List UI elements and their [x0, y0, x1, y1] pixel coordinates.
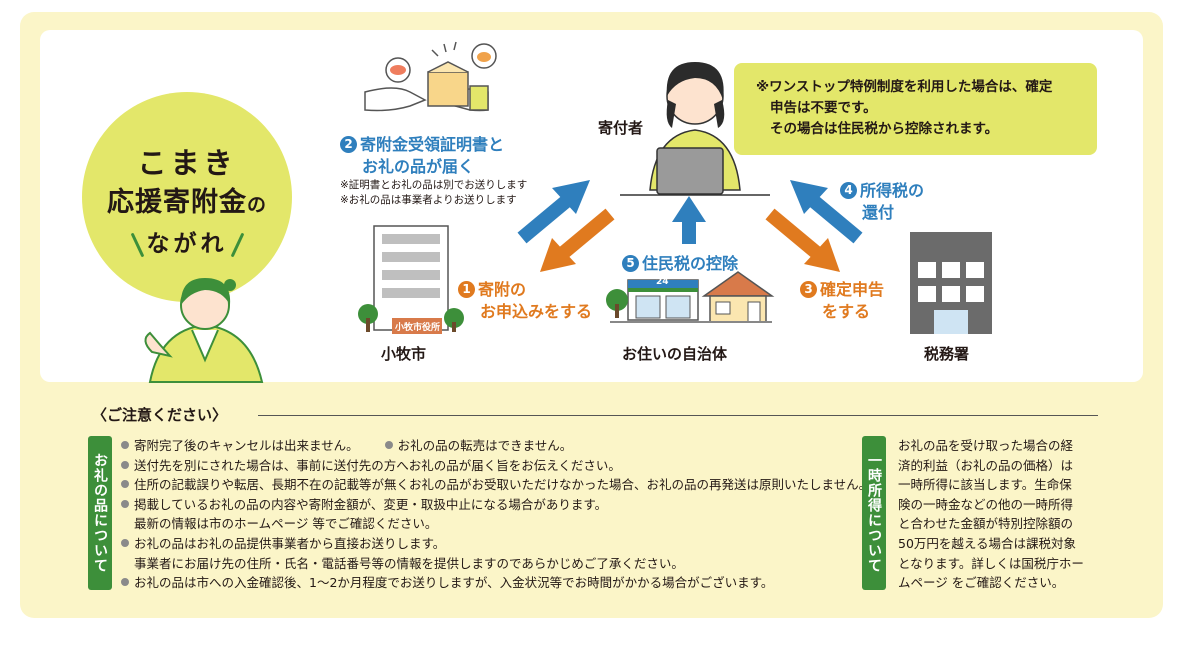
list-item: 住所の記載誤りや転居、長期不在の記載等が無くお礼の品がお受取いただけなかった場合… [121, 475, 871, 495]
tax-office-building-icon [910, 232, 992, 334]
guide-woman-icon [144, 278, 264, 383]
step4-text1: 所得税の [860, 181, 925, 200]
step2-line2: お礼の品が届く [362, 157, 475, 176]
bullet-icon [121, 538, 129, 547]
ichiji-line: 済的利益（お礼の品の価格）は [898, 457, 1074, 473]
arrow-tax-office-to-donor-icon [790, 180, 863, 244]
bullet-icon [121, 441, 129, 449]
step1-number: 1 [458, 281, 475, 298]
ichiji-line: となります。詳しくは国税庁ホー [898, 555, 1084, 571]
step4-number: 4 [840, 182, 857, 199]
step2-number: 2 [340, 136, 357, 153]
step3-text1: 確定申告 [820, 280, 885, 299]
bullet-icon [121, 480, 129, 489]
step2-note1: ※証明書とお礼の品は別でお送りします [340, 179, 528, 191]
step3-line2: をする [822, 302, 871, 321]
one-stop-note-line3: その場合は住民税から控除されます。 [770, 121, 999, 137]
ichiji-line: と合わせた金額が特別控除額の [898, 516, 1074, 532]
ichiji-line: 50万円を越える場合は課税対象 [898, 535, 1077, 551]
donor-icon [620, 62, 770, 196]
title-nagare: ながれ [146, 231, 228, 257]
caution-item-text: お礼の品はお礼の品提供事業者から直接お送りします。 [134, 535, 446, 551]
caution-item-text: お礼の品の転売はできません。 [397, 438, 573, 453]
gift-section-tag: お礼の品について [88, 436, 112, 590]
title-main: 応援寄附金 [106, 187, 247, 218]
ichiji-section-tag: 一時所得について [862, 436, 886, 590]
title-line1: こまき [137, 146, 237, 180]
caution-item-text: 寄附完了後のキャンセルは出来ません。 [134, 438, 359, 453]
caution-divider [258, 415, 1098, 416]
step5-number: 5 [622, 255, 639, 272]
step2-text1: 寄附金受領証明書と [360, 135, 505, 154]
ichiji-explanation: お礼の品を受け取った場合の経 済的利益（お礼の品の価格）は 一時所得に該当します… [898, 436, 1110, 593]
title-particle: の [246, 194, 267, 216]
donor-label: 寄付者 [598, 119, 644, 137]
ichiji-line: お礼の品を受け取った場合の経 [898, 438, 1074, 453]
list-item-continued: 事業者にお届け先の住所・氏名・電話番号等の情報を提供しますのであらかじめご了承く… [134, 555, 684, 571]
gift-delivery-icon [364, 41, 497, 112]
title-circle: こまき 応援寄附金の ながれ [82, 92, 292, 302]
step5-text: 住民税の控除 [642, 254, 739, 273]
title-line3: ながれ [82, 224, 292, 258]
caution-title: 〈ご注意ください〉 [92, 406, 228, 424]
tax-office-label: 税務署 [924, 345, 970, 363]
arrow-donor-to-komaki-icon [540, 208, 615, 272]
bullet-icon [121, 460, 129, 469]
step1-line2: お申込みをする [480, 302, 593, 321]
caution-item-text: 掲載しているお礼の品の内容や寄附金額が、変更・取扱中止になる場合があります。 [134, 496, 608, 512]
list-item: お礼の品はお礼の品提供事業者から直接お送りします。 [121, 534, 871, 554]
komaki-city-label: 小牧市 [381, 345, 427, 363]
city-hall-building-icon [358, 225, 464, 334]
ichiji-line: 険の一時金などの他の一時所得 [898, 496, 1074, 512]
arrow-local-gov-to-donor-icon [672, 196, 706, 244]
local-house-icon [701, 271, 775, 323]
one-stop-note-line2: 申告は不要です。 [770, 100, 877, 116]
list-item: 送付先を別にされた場合は、事前に送付先の方へお礼の品が届く旨をお伝えください。 [121, 456, 871, 476]
list-item-continued: 最新の情報は市のホームページ 等でご確認ください。 [134, 516, 438, 532]
bullet-icon [121, 499, 129, 508]
list-item: お礼の品は市への入金確認後、1〜2か月程度でお送りしますが、入金状況等でお時間が… [121, 573, 871, 593]
city-hall-sign: 小牧市役所 [395, 323, 441, 333]
step2-note2: ※お礼の品は事業者よりお送りします [340, 194, 517, 206]
title-line2: 応援寄附金の [82, 180, 292, 219]
local-store-icon [606, 279, 699, 321]
bullet-icon [121, 578, 129, 587]
one-stop-note: ※ワンストップ特例制度を利用した場合は、確定 申告は不要です。 その場合は住民税… [734, 63, 1097, 155]
caution-item-text: 送付先を別にされた場合は、事前に送付先の方へお礼の品が届く旨をお伝えください。 [134, 457, 621, 473]
ichiji-line: ムページ をご確認ください。 [898, 575, 1065, 591]
store-sign: 24 [656, 277, 669, 287]
arrow-donor-to-tax-office-icon [765, 208, 840, 272]
arrow-komaki-to-donor-icon [517, 180, 590, 244]
local-gov-label: お住いの自治体 [622, 345, 728, 363]
step1-text1: 寄附の [478, 280, 527, 299]
list-item: 掲載しているお礼の品の内容や寄附金額が、変更・取扱中止になる場合があります。 [121, 495, 871, 515]
caution-item-text: 住所の記載誤りや転居、長期不在の記載等が無くお礼の品がお受取いただけなかった場合… [134, 477, 872, 493]
caution-item-text: お礼の品は市への入金確認後、1〜2か月程度でお送りしますが、入金状況等でお時間が… [134, 575, 774, 591]
bullet-icon [384, 441, 393, 449]
step3-number: 3 [800, 281, 817, 298]
step4-line2: 還付 [862, 203, 895, 222]
ichiji-line: 一時所得に該当します。生命保 [898, 477, 1072, 493]
one-stop-note-line1: ※ワンストップ特例制度を利用した場合は、確定 [756, 79, 1053, 95]
list-item: 寄附完了後のキャンセルは出来ません。 お礼の品の転売はできません。 [121, 436, 871, 456]
gift-caution-list: 寄附完了後のキャンセルは出来ません。 お礼の品の転売はできません。 送付先を別にさ… [121, 436, 871, 593]
